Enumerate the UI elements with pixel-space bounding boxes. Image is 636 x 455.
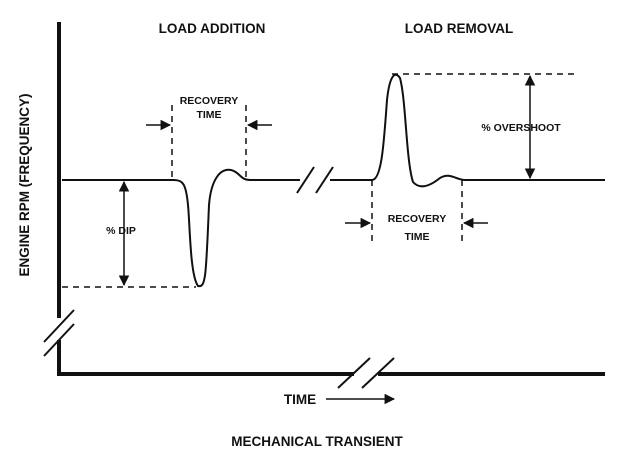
recovery-time-addition-label-line2: TIME [196, 109, 221, 121]
y-axis-break-mark [40, 309, 78, 357]
x-axis-label: TIME [284, 392, 316, 407]
section-label-load-addition: LOAD ADDITION [159, 21, 266, 36]
rpm-response-curve-removal [330, 73, 605, 188]
recovery-time-removal-label-line2: TIME [404, 231, 429, 243]
recovery-time-addition-label-line1: RECOVERY [180, 95, 239, 107]
curve-break-mark [296, 166, 334, 194]
dashed-guides [62, 73, 574, 288]
recovery-time-removal-label-line1: RECOVERY [388, 213, 447, 225]
section-label-load-removal: LOAD REMOVAL [405, 21, 514, 36]
overshoot-label: % OVERSHOOT [481, 122, 561, 134]
rpm-response-curve-addition [62, 168, 300, 288]
y-axis-label: ENGINE RPM (FREQUENCY) [17, 93, 32, 276]
diagram-caption: MECHANICAL TRANSIENT [231, 434, 403, 449]
dip-label: % DIP [106, 225, 136, 237]
x-axis-break-mark [337, 357, 395, 389]
